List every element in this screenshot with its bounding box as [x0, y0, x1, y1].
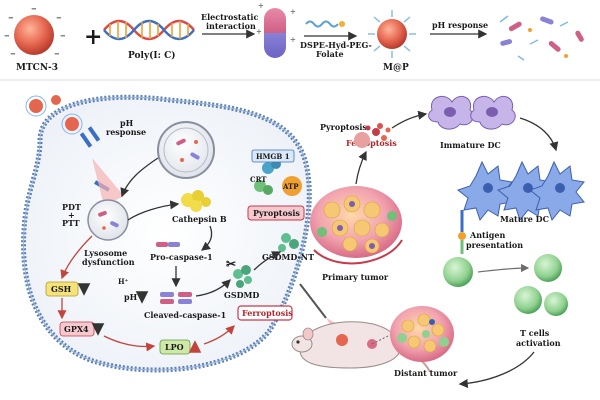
released-fragments-icon: [499, 15, 584, 61]
svg-text:+: +: [290, 7, 296, 16]
svg-text:−: −: [8, 13, 14, 22]
h-plus-label: H⁺: [118, 277, 129, 286]
dying-cell-debris-icon: [354, 123, 391, 148]
hmgb1-label: HMGB 1: [256, 152, 290, 161]
ferroptosis-box: [237, 305, 293, 321]
map-label: M@P: [383, 63, 409, 73]
gsdmd-nt-pore-icon: [278, 233, 299, 252]
polyic-helix-icon: [103, 19, 195, 41]
svg-text:+: +: [256, 27, 262, 36]
cell-ph-label: pH: [120, 118, 134, 128]
electrostatic-label: Electrostatic: [201, 12, 258, 22]
primary-tumor-icon: [310, 186, 403, 265]
folate-label: Folate: [316, 49, 344, 59]
immature-to-mature-dc-arrow: [519, 117, 559, 152]
pyroptosis-box-label: Pyroptosis: [253, 208, 300, 218]
atp-icon: [282, 176, 302, 196]
atp-label: ATP: [282, 182, 299, 191]
pro-caspase-icon: [156, 242, 180, 247]
gsdmd-to-nt-arrow: [253, 251, 282, 271]
mtcn3-particle: − − − − − − −: [4, 4, 66, 58]
ph-down-label: pH: [124, 292, 138, 302]
map-nanoparticle-icon: [368, 10, 416, 58]
tcell-expansion-arrow: [477, 263, 530, 273]
svg-text:+: +: [290, 35, 296, 44]
plus-sign: +: [84, 24, 102, 50]
primary-tumor-label: Primary tumor: [322, 272, 389, 282]
ferroptosis-box-label: Ferroptosis: [242, 308, 293, 318]
dysfunction-label: dysfunction: [82, 257, 135, 267]
gsdmd-label: GSDMD: [224, 290, 259, 300]
lysosome-to-cathepsin-arrow: [127, 200, 180, 221]
svg-text:+: +: [258, 1, 264, 10]
laser-beam-icon: [92, 158, 124, 206]
cathepsin-to-procaspase-arrow: [200, 225, 213, 251]
cathepsin-b-icon: [181, 190, 211, 212]
interaction-label: interaction: [206, 21, 256, 31]
endosome-to-lysosome-arrow: [120, 157, 159, 198]
pyroptosis-label: Pyroptosis: [320, 122, 367, 132]
svg-text:−: −: [31, 4, 37, 13]
immature-dc-icon: [428, 95, 516, 130]
gsdmd-protein-icon: [233, 265, 252, 288]
ph-response-label: pH response: [432, 20, 488, 30]
crt-icon: [254, 180, 273, 195]
lpo-label: LPO: [165, 342, 184, 352]
crt-label: CRT: [250, 175, 267, 184]
distant-tumor-label: Distant tumor: [394, 368, 458, 378]
peg-folate-chain-icon: [305, 20, 345, 28]
antigen-label: Antigen: [469, 230, 505, 240]
mtcn3-label: MTCN-3: [16, 63, 58, 73]
lysosome-icon: [87, 199, 129, 241]
mature-dc-icon: [456, 160, 585, 222]
svg-text:−: −: [4, 31, 10, 40]
mature-dc-label: Mature DC: [500, 214, 549, 224]
cleaved-caspase-label: Cleaved-caspase-1: [144, 310, 226, 320]
ferroptosis-label: Ferroptosis: [346, 138, 397, 148]
cleaved-caspase-icon: [160, 292, 192, 304]
gpx4-to-lpo-arrow: [103, 335, 156, 352]
pyroptosis-box: [247, 205, 305, 221]
svg-text:−: −: [60, 31, 66, 40]
svg-text:−: −: [54, 49, 60, 58]
debris-to-immature-dc-arrow: [391, 110, 428, 129]
gsh-label: GSH: [51, 284, 72, 294]
pro-caspase-label: Pro-caspase-1: [150, 252, 213, 262]
tumor-to-debris-arrow: [355, 150, 367, 185]
activation-label: activation: [516, 338, 561, 348]
tcell-to-distant-tumor-arrow: [458, 351, 535, 389]
capsule-icon: + + + +: [256, 1, 296, 58]
hmgb1-box: [251, 149, 295, 163]
svg-text:−: −: [10, 49, 16, 58]
cathepsin-label: Cathepsin B: [172, 214, 227, 224]
antigen-presentation-icon: [458, 210, 466, 254]
polyic-label: Poly(I: C): [128, 50, 176, 61]
lpo-to-ferroptosis-arrow: [203, 325, 235, 345]
immature-dc-label: Immature DC: [440, 140, 501, 150]
lysosome-label: Lysosome: [84, 248, 127, 258]
gpx4-label: GPX4: [64, 324, 89, 334]
t-cells-label: T cells: [520, 328, 550, 338]
distant-tumor-icon: [390, 306, 454, 362]
cleaved-to-gsdmd-arrow: [195, 279, 231, 297]
scissors-icon: ✂: [226, 257, 236, 271]
presentation-label: presentation: [466, 240, 523, 250]
svg-text:−: −: [56, 13, 62, 22]
gsdmd-nt-label: GSDMD-NT: [262, 252, 314, 262]
lysosome-to-gsh-arrow: [60, 235, 93, 280]
t-cells-icon: [443, 254, 568, 316]
pdt-ptt-plus: +: [68, 210, 75, 220]
cell-response-label: response: [106, 127, 146, 137]
pdt-label: PDT: [62, 202, 81, 212]
dspe-label: DSPE-Hyd-PEG-: [300, 40, 372, 50]
endosome-vesicle-icon: [157, 121, 215, 179]
extracellular-nanoparticles-icon: [25, 95, 83, 135]
ptt-label: PTT: [62, 218, 80, 228]
